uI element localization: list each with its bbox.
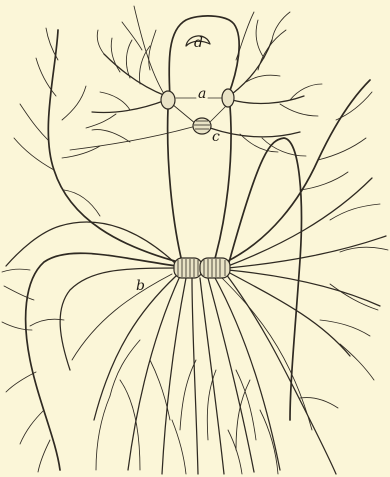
left-lateral-nerves <box>2 28 178 472</box>
ganglion-a-left <box>161 91 175 109</box>
label-a: a <box>198 87 206 101</box>
label-b: b <box>136 279 145 293</box>
upper-right-branches <box>210 12 322 156</box>
connective-a-c-left <box>172 104 196 124</box>
right-lateral-nerves <box>226 80 388 474</box>
label-d: d <box>194 36 203 50</box>
connective-a-c-right <box>208 104 228 124</box>
ganglion-b <box>174 258 230 278</box>
ganglion-a-right <box>222 89 234 107</box>
upper-left-branches <box>62 6 196 158</box>
posterior-nerves <box>72 274 312 474</box>
ganglion-c <box>193 118 211 134</box>
label-c: c <box>212 130 220 144</box>
